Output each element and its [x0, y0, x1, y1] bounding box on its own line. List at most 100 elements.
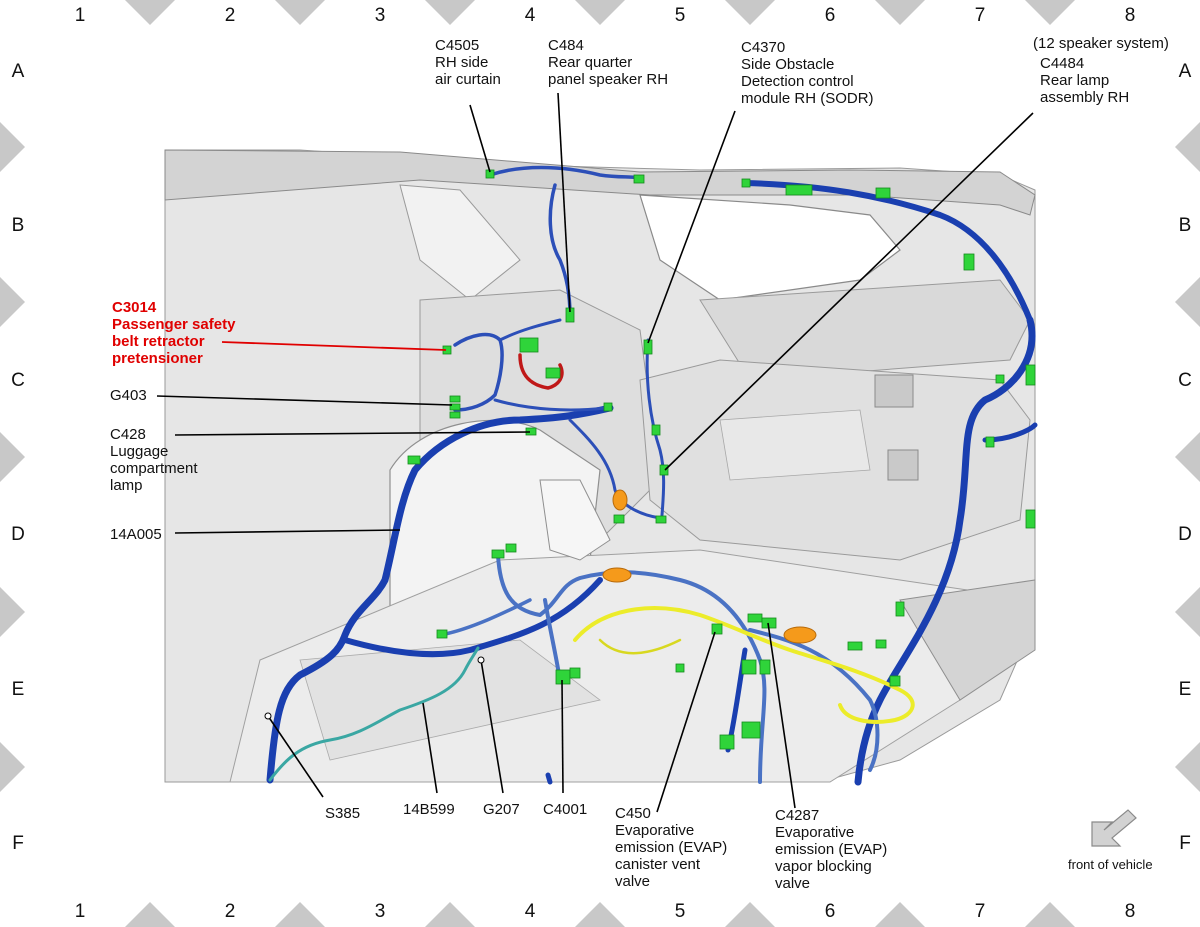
grid-row-f-right: F [1179, 833, 1191, 854]
grid-col-4-bottom: 4 [525, 901, 536, 922]
connector-c450 [711, 623, 723, 635]
grid-col-7-bottom: 7 [975, 901, 986, 922]
connector-g403-c [449, 411, 461, 419]
grid-row-a-right: A [1179, 61, 1192, 82]
leader-c3014 [221, 341, 447, 351]
grid-row-c-right: C [1178, 370, 1192, 391]
grid-col-5-bottom: 5 [675, 901, 686, 922]
svg-text:C428: C428 [110, 426, 146, 443]
grid-column-labels-bottom: 1 2 3 4 5 6 7 8 [75, 901, 1136, 922]
grid-row-e: E [12, 679, 25, 700]
leader-c484 [557, 92, 571, 313]
svg-text:air curtain: air curtain [435, 71, 501, 88]
grid-col-2-bottom: 2 [225, 901, 236, 922]
leader-c4287 [767, 622, 796, 809]
grid-col-6-bottom: 6 [825, 901, 836, 922]
grid-row-f: F [12, 833, 24, 854]
grid-col-3-bottom: 3 [375, 901, 386, 922]
grid-col-2: 2 [225, 5, 236, 26]
harness-14a005 [266, 404, 614, 784]
leader-g403 [156, 395, 453, 406]
grid-row-b: B [12, 215, 25, 236]
ground-marker-g207 [477, 656, 485, 664]
callout-c428: C428 Luggage compartment lamp [110, 426, 198, 494]
grid-row-c: C [11, 370, 25, 391]
harness-14b599 [268, 646, 480, 782]
connector-g403-a [449, 395, 461, 403]
svg-text:Evaporative: Evaporative [615, 822, 694, 839]
svg-text:Side Obstacle: Side Obstacle [741, 56, 834, 73]
leader-c450 [656, 631, 716, 813]
svg-text:S385: S385 [325, 805, 360, 822]
callout-14b599: 14B599 [403, 801, 455, 818]
splice-marker-s385 [264, 712, 272, 720]
svg-text:Luggage: Luggage [110, 443, 168, 460]
connectors [407, 169, 1036, 750]
grid-col-4: 4 [525, 5, 536, 26]
callout-c4484: (12 speaker system) C4484 Rear lamp asse… [1033, 35, 1169, 106]
svg-text:C4505: C4505 [435, 37, 479, 54]
svg-text:G403: G403 [110, 387, 147, 404]
connector-g403-b [449, 403, 461, 411]
grid-col-7: 7 [975, 5, 986, 26]
svg-text:valve: valve [775, 875, 810, 892]
leader-lines [156, 92, 1034, 813]
leader-14b599 [422, 702, 438, 794]
callout-14a005: 14A005 [110, 526, 162, 543]
harness-floor-light [496, 553, 767, 784]
svg-text:Evaporative: Evaporative [775, 824, 854, 841]
callout-g207: G207 [483, 801, 520, 818]
grid-col-6: 6 [825, 5, 836, 26]
callout-c484: C484 Rear quarter panel speaker RH [548, 37, 668, 88]
svg-text:module RH (SODR): module RH (SODR) [741, 90, 874, 107]
leader-c4484 [664, 112, 1034, 471]
orientation-label: front of vehicle [1068, 857, 1153, 872]
svg-text:canister vent: canister vent [615, 856, 701, 873]
svg-text:lamp: lamp [110, 477, 143, 494]
svg-text:14A005: 14A005 [110, 526, 162, 543]
svg-text:Rear quarter: Rear quarter [548, 54, 632, 71]
grid-col-1: 1 [75, 5, 86, 26]
svg-text:(12 speaker system): (12 speaker system) [1033, 35, 1169, 52]
svg-text:compartment: compartment [110, 460, 198, 477]
svg-text:Rear lamp: Rear lamp [1040, 72, 1109, 89]
harness-red-pretensioner [518, 353, 564, 390]
svg-text:assembly RH: assembly RH [1040, 89, 1129, 106]
grid-row-d-right: D [1178, 524, 1192, 545]
svg-text:Detection control: Detection control [741, 73, 854, 90]
orientation-indicator: front of vehicle [1068, 809, 1153, 872]
arrow-down-left-icon [1091, 809, 1137, 847]
svg-text:14B599: 14B599 [403, 801, 455, 818]
leader-c4001 [561, 679, 564, 794]
svg-text:vapor blocking: vapor blocking [775, 858, 872, 875]
grid-col-8: 8 [1125, 5, 1136, 26]
leader-14a005 [174, 529, 401, 534]
grid-col-5: 5 [675, 5, 686, 26]
orange-components [602, 489, 817, 644]
callout-c450: C450 Evaporative emission (EVAP) caniste… [615, 805, 727, 890]
grid-row-e-right: E [1179, 679, 1192, 700]
svg-text:emission (EVAP): emission (EVAP) [775, 841, 887, 858]
callout-c4505: C4505 RH side air curtain [435, 37, 501, 88]
svg-text:C450: C450 [615, 805, 651, 822]
grid-row-d: D [11, 524, 25, 545]
svg-text:belt retractor: belt retractor [112, 333, 205, 350]
wiring-harnesses [266, 165, 1038, 786]
grid-column-labels-top: 1 2 3 4 5 6 7 8 [75, 5, 1136, 26]
grid-row-a: A [12, 61, 25, 82]
leader-s385 [267, 715, 324, 798]
svg-text:C4484: C4484 [1040, 55, 1084, 72]
callout-s385: S385 [325, 805, 360, 822]
svg-text:C484: C484 [548, 37, 584, 54]
connector-c4484-inline [659, 464, 669, 476]
callout-c4370: C4370 Side Obstacle Detection control mo… [741, 39, 874, 107]
grid-col-3: 3 [375, 5, 386, 26]
svg-text:emission (EVAP): emission (EVAP) [615, 839, 727, 856]
connector-c4001 [555, 669, 571, 685]
leader-g207 [480, 659, 504, 794]
connector-c4370 [643, 339, 653, 355]
svg-text:C4370: C4370 [741, 39, 785, 56]
leader-c428 [174, 431, 531, 436]
